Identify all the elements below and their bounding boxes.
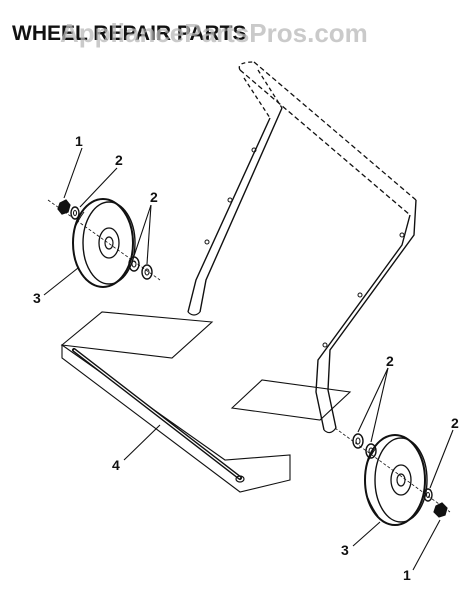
left-nut — [57, 199, 71, 215]
right-nut — [433, 502, 448, 518]
callout-wheel-left: 3 — [33, 290, 41, 306]
callout-washers-right-inner: 2 — [386, 353, 394, 369]
axle — [61, 343, 291, 493]
left-outer-washer — [70, 206, 80, 220]
diagram-title: WHEEL REPAIR PARTS — [12, 22, 247, 45]
callout-axle: 4 — [112, 457, 120, 473]
callout-washer-left-outer: 2 — [115, 152, 123, 168]
left-inner-washers — [128, 256, 153, 280]
ground-shadow-left — [60, 311, 214, 359]
watermark: AppliancePartsPros.com — [60, 18, 368, 48]
handle-frame — [187, 61, 417, 434]
right-outer-washer — [423, 488, 433, 502]
left-wheel — [72, 198, 136, 288]
leader-lines — [43, 147, 454, 571]
callout-washers-left-inner: 2 — [150, 189, 158, 205]
ground-shadow-right — [230, 379, 352, 421]
callout-nut-right: 1 — [403, 567, 411, 583]
callout-washer-right-outer: 2 — [451, 415, 459, 431]
callout-nut-left: 1 — [75, 133, 83, 149]
callout-wheel-right: 3 — [341, 542, 349, 558]
right-wheel — [364, 434, 428, 526]
